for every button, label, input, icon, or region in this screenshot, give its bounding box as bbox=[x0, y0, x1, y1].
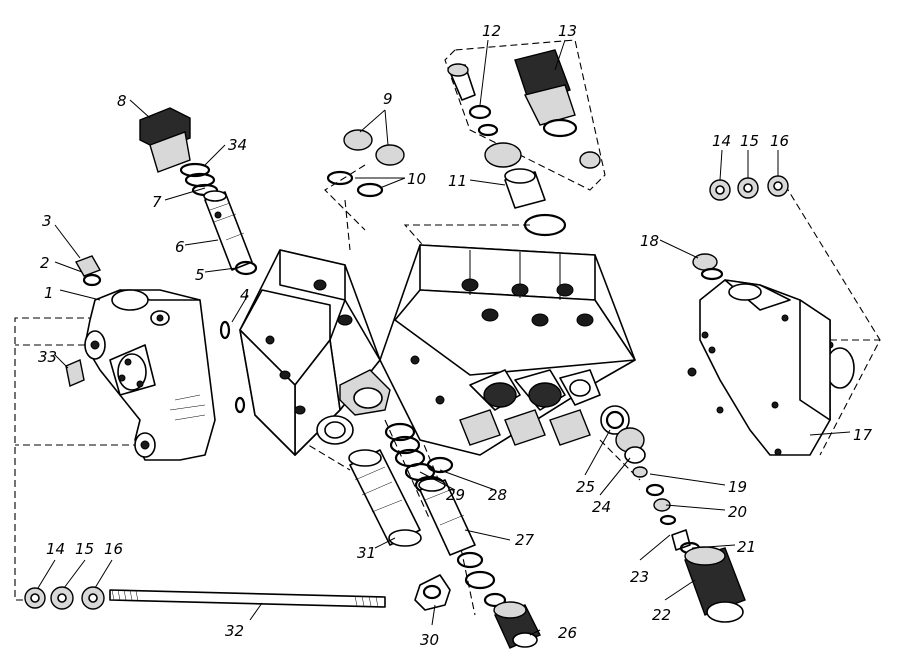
label-17: 17 bbox=[853, 426, 873, 444]
label-15-top: 15 bbox=[740, 132, 759, 150]
o-rings-4 bbox=[219, 320, 246, 414]
small-parts-19-23 bbox=[632, 466, 701, 555]
callout-labels: 1 2 3 4 5 6 7 8 9 10 11 12 13 14 15 16 1… bbox=[38, 22, 873, 649]
label-21: 21 bbox=[737, 538, 756, 556]
label-16-top: 16 bbox=[770, 132, 789, 150]
plug-26 bbox=[493, 601, 541, 649]
screw-12 bbox=[447, 63, 499, 137]
screws-9 bbox=[343, 129, 405, 166]
label-30: 30 bbox=[420, 631, 439, 649]
fitting-13 bbox=[514, 49, 601, 169]
plug-33 bbox=[65, 359, 85, 387]
o-rings-34 bbox=[179, 162, 219, 197]
fitting-18 bbox=[692, 253, 724, 281]
retainer-30 bbox=[414, 574, 451, 611]
washer-2 bbox=[82, 273, 102, 287]
label-12: 12 bbox=[482, 22, 501, 40]
fittings-24-25 bbox=[600, 405, 646, 464]
tie-rod-32 bbox=[109, 589, 386, 608]
label-34: 34 bbox=[228, 136, 247, 154]
label-26: 26 bbox=[558, 624, 577, 642]
spool-6 bbox=[203, 190, 253, 271]
label-13: 13 bbox=[558, 22, 577, 40]
label-18: 18 bbox=[640, 232, 659, 250]
label-2: 2 bbox=[40, 254, 50, 272]
label-22: 22 bbox=[652, 606, 671, 624]
label-7: 7 bbox=[152, 193, 162, 211]
rings-below-27 bbox=[456, 551, 507, 608]
label-29: 29 bbox=[446, 486, 465, 504]
plug-3 bbox=[74, 255, 102, 277]
plug-22 bbox=[684, 546, 746, 623]
label-27: 27 bbox=[515, 531, 535, 549]
nuts-bottom-left bbox=[24, 586, 105, 610]
label-14-bottom: 14 bbox=[46, 540, 65, 558]
label-8: 8 bbox=[117, 92, 127, 110]
label-3: 3 bbox=[42, 212, 52, 230]
label-11: 11 bbox=[448, 172, 467, 190]
label-10: 10 bbox=[407, 170, 426, 188]
label-25: 25 bbox=[576, 478, 595, 496]
label-20: 20 bbox=[728, 503, 747, 521]
section-blocks-left bbox=[239, 249, 391, 456]
label-4: 4 bbox=[240, 286, 250, 304]
bushing-11 bbox=[484, 142, 567, 237]
label-16-bottom: 16 bbox=[104, 540, 123, 558]
label-14-top: 14 bbox=[712, 132, 731, 150]
label-9: 9 bbox=[383, 90, 393, 108]
label-32: 32 bbox=[225, 622, 244, 640]
plug-8 bbox=[139, 107, 191, 173]
label-6: 6 bbox=[175, 238, 185, 256]
label-5: 5 bbox=[195, 266, 205, 284]
right-end-cover bbox=[687, 279, 855, 456]
section-blocks-right bbox=[379, 244, 636, 456]
label-1: 1 bbox=[44, 284, 54, 302]
label-33: 33 bbox=[38, 348, 57, 366]
rings-10 bbox=[326, 170, 384, 198]
left-end-cover bbox=[84, 289, 216, 461]
spool-31 bbox=[348, 449, 422, 547]
label-19: 19 bbox=[728, 478, 747, 496]
label-31: 31 bbox=[357, 544, 376, 562]
label-15-bottom: 15 bbox=[75, 540, 94, 558]
label-28: 28 bbox=[488, 486, 507, 504]
label-24: 24 bbox=[592, 498, 611, 516]
nuts-top-right bbox=[709, 175, 789, 201]
leader-lines bbox=[37, 39, 851, 636]
label-23: 23 bbox=[630, 568, 649, 586]
